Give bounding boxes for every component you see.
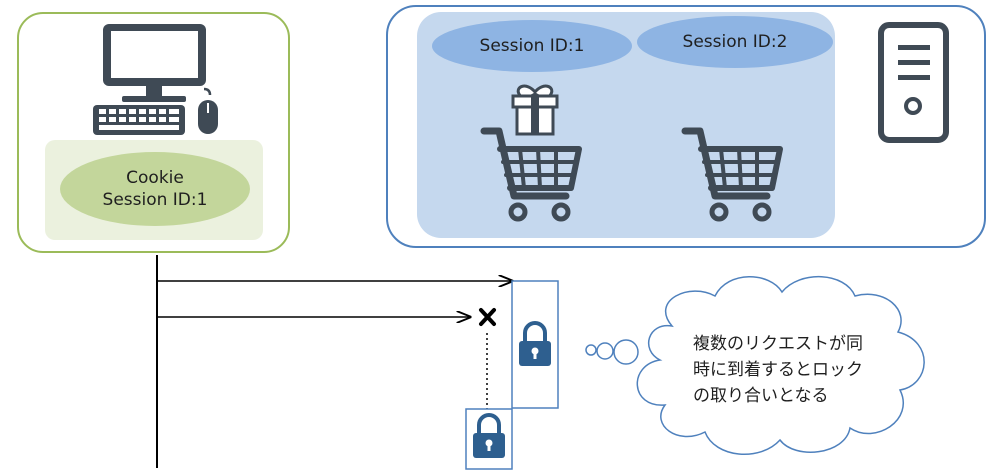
computer-icon [93, 24, 218, 135]
cloud-note: 複数のリクエストが同 時に到着するとロック の取り合いとなる [693, 331, 893, 409]
cookie-label: Cookie [126, 168, 184, 188]
lock-icon-2 [473, 413, 505, 458]
note-line-1: 複数のリクエストが同 [693, 334, 863, 354]
cookie-session-badge: Cookie Session ID:1 [60, 152, 250, 226]
gift-icon [511, 84, 559, 136]
note-line-2: 時に到着するとロック [693, 360, 863, 380]
cookie-session-id: Session ID:1 [102, 190, 208, 210]
lock-icon-1 [519, 321, 551, 366]
thought-bubbles [585, 339, 639, 365]
blocked-mark-icon [479, 308, 496, 326]
thought-cloud [636, 276, 925, 456]
note-line-3: の取り合いとなる [693, 386, 829, 406]
cart-icon-session-2 [681, 127, 783, 222]
cart-icon-session-1 [480, 127, 582, 222]
session-1-badge: Session ID:1 [432, 20, 632, 72]
session-1-label: Session ID:1 [479, 36, 585, 56]
session-2-badge: Session ID:2 [637, 16, 833, 68]
session-2-label: Session ID:2 [682, 32, 788, 52]
server-icon [878, 22, 949, 143]
